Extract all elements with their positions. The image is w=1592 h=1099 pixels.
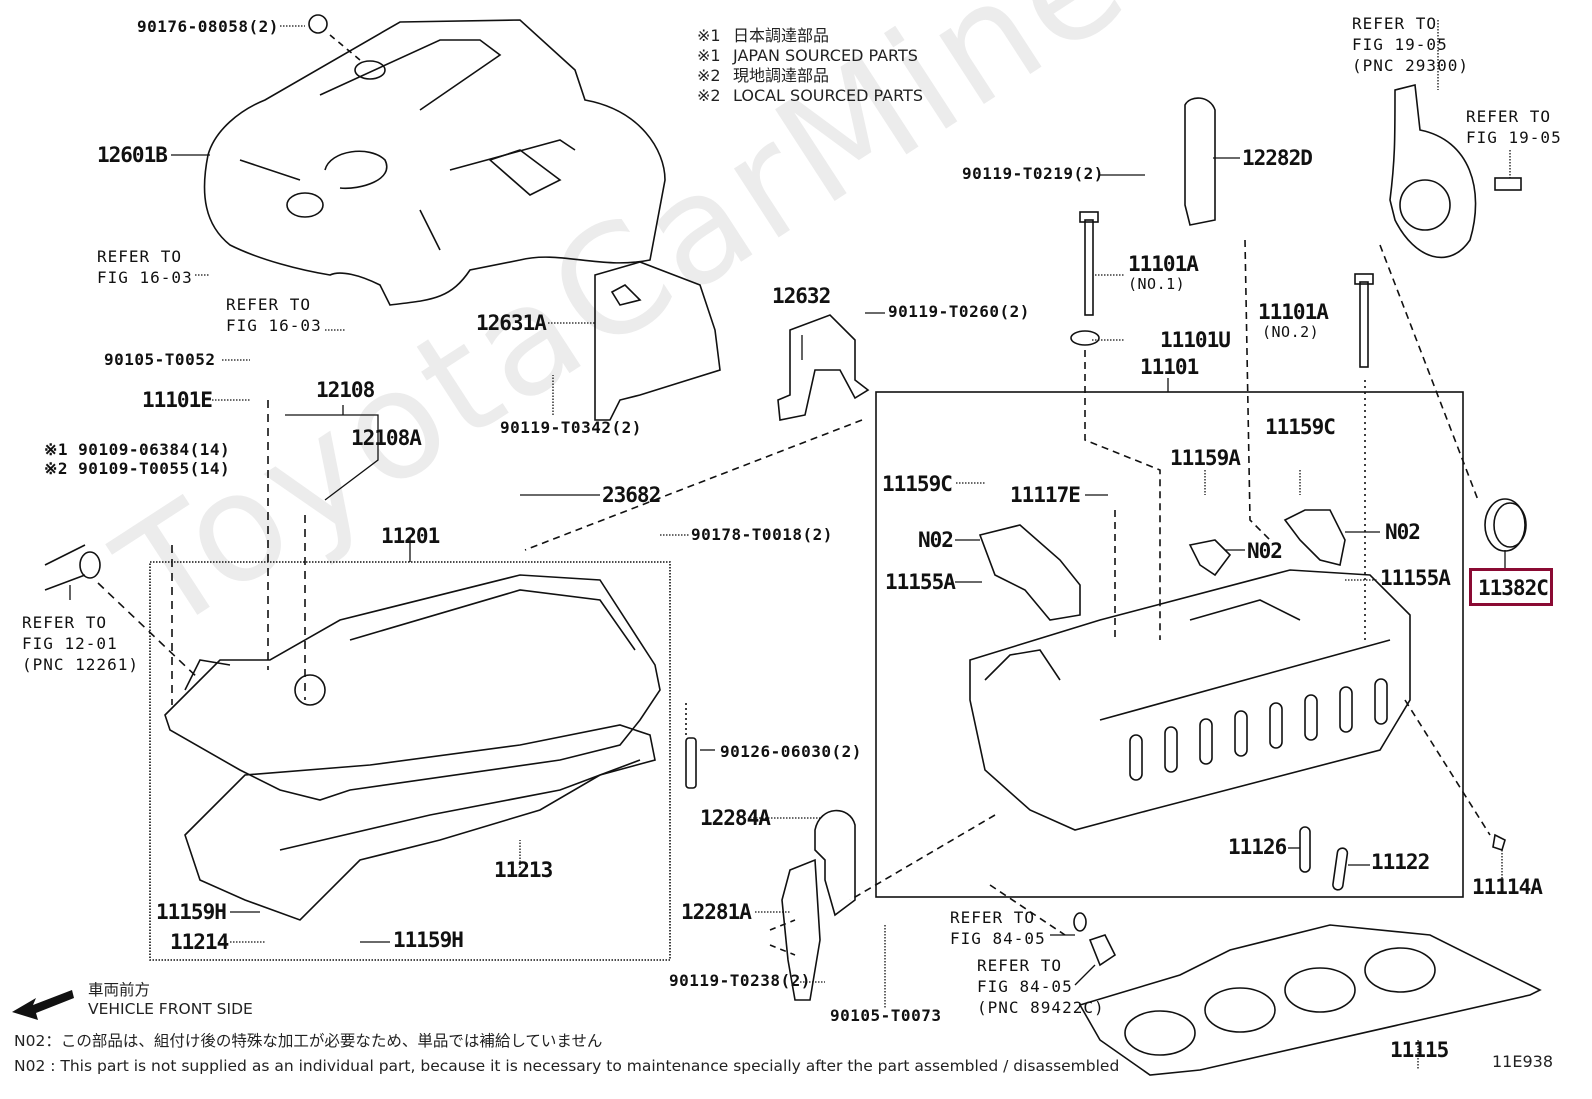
- part-label-12108A[interactable]: 12108A: [351, 426, 422, 450]
- part-label-90119-T0219[interactable]: 90119-T0219(2): [962, 164, 1104, 183]
- part-label-11101A-no1[interactable]: 11101A: [1128, 252, 1199, 276]
- part-label-11159A[interactable]: 11159A: [1170, 446, 1241, 470]
- refer-fig-16-03[interactable]: REFER TO FIG 16-03: [97, 247, 193, 287]
- engine-cover-drawing: [203, 19, 666, 306]
- part-label-90119-T0342[interactable]: 90119-T0342(2): [500, 418, 642, 437]
- part-label-12284A[interactable]: 12284A: [700, 806, 771, 830]
- part-label-N02[interactable]: N02: [1247, 539, 1283, 563]
- refer-fig-84-05-sensor[interactable]: REFER TO FIG 84-05 (PNC 89422C): [977, 956, 1105, 1017]
- part-label-12631A[interactable]: 12631A: [476, 311, 547, 335]
- refer-fig-19-05-pump[interactable]: REFER TO FIG 19-05 (PNC 29300): [1352, 14, 1469, 75]
- refer-fig-12-01[interactable]: REFER TO FIG 12-01 (PNC 12261): [22, 613, 139, 674]
- part-label-11159H[interactable]: 11159H: [156, 900, 227, 924]
- part-label-23682[interactable]: 23682: [602, 483, 661, 507]
- part-label-11382C[interactable]: 11382C: [1478, 576, 1549, 600]
- part-label-11201[interactable]: 11201: [381, 524, 440, 548]
- part-label-90105-T0052[interactable]: 90105-T0052: [104, 350, 216, 369]
- part-label-11115[interactable]: 11115: [1390, 1038, 1449, 1062]
- refer-fig-19-05-bolt[interactable]: REFER TO FIG 19-05: [1466, 107, 1562, 147]
- front-side-label-jp: 車両前方: [88, 981, 151, 999]
- part-label-11155A[interactable]: 11155A: [885, 570, 956, 594]
- front-arrow-icon: [12, 990, 74, 1020]
- front-side-label-en: VEHICLE FRONT SIDE: [88, 1000, 253, 1018]
- part-label-90119-T0238[interactable]: 90119-T0238(2): [669, 971, 811, 990]
- part-label-12108[interactable]: 12108: [316, 378, 375, 402]
- part-label-11101A-no2-sub: (NO.2): [1262, 323, 1320, 341]
- part-label-11155A[interactable]: 11155A: [1380, 566, 1451, 590]
- part-label-90109-T0055[interactable]: ※2 90109-T0055(14): [44, 459, 231, 478]
- highlighted-part-box[interactable]: 11382C: [1469, 568, 1553, 606]
- part-label-11101A-no1-sub: (NO.1): [1128, 275, 1186, 293]
- part-label-12282D[interactable]: 12282D: [1242, 146, 1313, 170]
- part-label-11126[interactable]: 11126: [1228, 835, 1287, 859]
- part-label-N02[interactable]: N02: [1385, 520, 1421, 544]
- part-label-11101A-no2[interactable]: 11101A: [1258, 300, 1329, 324]
- part-label-11117E[interactable]: 11117E: [1010, 483, 1081, 507]
- note-n02-en: N02 : This part is not supplied as an in…: [14, 1057, 1120, 1075]
- part-label-90105-T0073[interactable]: 90105-T0073: [830, 1006, 942, 1025]
- part-label-11159C[interactable]: 11159C: [1265, 415, 1336, 439]
- note-n02-jp: N02：この部品は、組付け後の特殊な加工が必要なため、単品では補給していません: [14, 1032, 603, 1050]
- cylinder-head-drawing: [969, 569, 1411, 831]
- bolts: [1070, 211, 1374, 368]
- part-label-90178-T0018[interactable]: 90178-T0018(2): [691, 525, 833, 544]
- part-label-11114A[interactable]: 11114A: [1472, 875, 1543, 899]
- part-label-12632[interactable]: 12632: [772, 284, 831, 308]
- part-label-90126-06030[interactable]: 90126-06030(2): [720, 742, 862, 761]
- part-label-90176-08058[interactable]: 90176-08058(2): [137, 17, 279, 36]
- part-label-90119-T0260[interactable]: 90119-T0260(2): [888, 302, 1030, 321]
- part-label-11213[interactable]: 11213: [494, 858, 553, 882]
- part-label-11101U[interactable]: 11101U: [1160, 328, 1231, 352]
- head-gasket-drawing: [1078, 924, 1542, 1076]
- part-label-11101E[interactable]: 11101E: [142, 388, 213, 412]
- refer-fig-16-03[interactable]: REFER TO FIG 16-03: [226, 295, 322, 335]
- part-label-12281A[interactable]: 12281A: [681, 900, 752, 924]
- refer-fig-84-05-gasket[interactable]: REFER TO FIG 84-05: [950, 908, 1046, 948]
- part-label-90109-06384[interactable]: ※1 90109-06384(14): [44, 440, 231, 459]
- figure-id: 11E938: [1492, 1052, 1554, 1071]
- part-label-11214[interactable]: 11214: [170, 930, 229, 954]
- part-label-N02[interactable]: N02: [918, 528, 954, 552]
- part-label-12601B[interactable]: 12601B: [97, 143, 168, 167]
- part-label-11159H[interactable]: 11159H: [393, 928, 464, 952]
- part-label-11101[interactable]: 11101: [1140, 355, 1199, 379]
- part-label-11122[interactable]: 11122: [1371, 850, 1430, 874]
- part-label-11159C[interactable]: 11159C: [882, 472, 953, 496]
